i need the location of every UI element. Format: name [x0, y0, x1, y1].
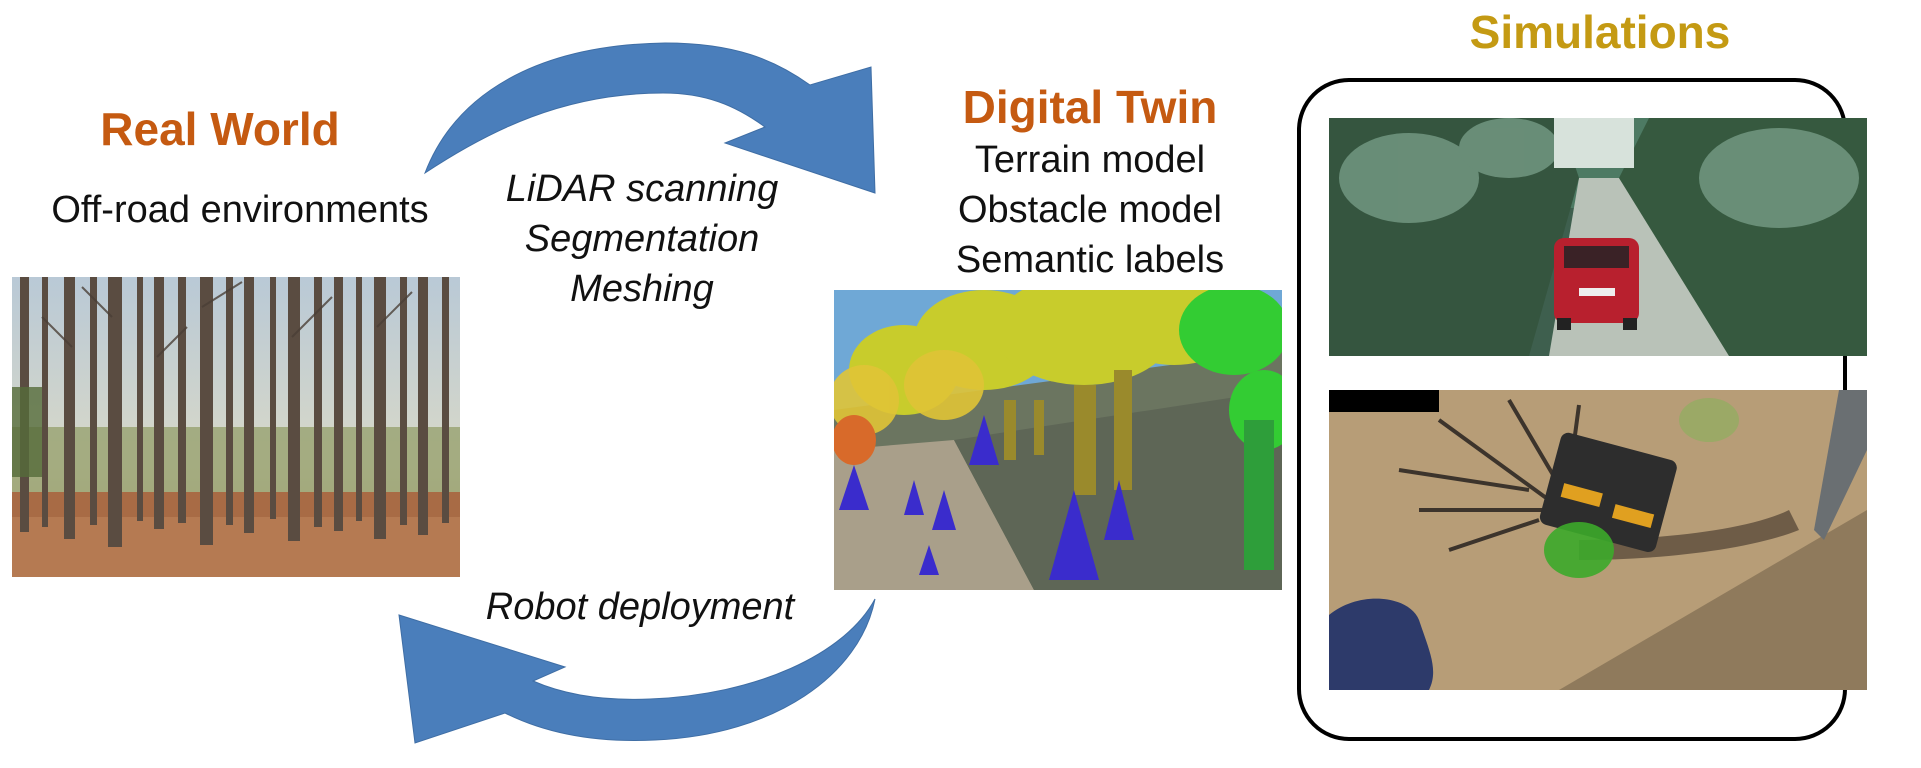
car-on-forest-road-simulation	[1329, 118, 1867, 356]
step-meshing: Meshing	[570, 268, 714, 310]
red-car	[1554, 238, 1639, 330]
step-segmentation: Segmentation	[524, 218, 760, 260]
digital-twin-item-semantic: Semantic labels	[955, 239, 1225, 281]
real-world-title: Real World	[100, 103, 340, 155]
robot-vehicle-top-down-simulation	[1329, 390, 1867, 690]
simulations-title: Simulations	[1469, 6, 1731, 58]
robot-vehicle	[1539, 432, 1677, 553]
real-world-subtitle: Off-road environments	[51, 189, 429, 231]
digital-twin-title: Digital Twin	[962, 81, 1218, 133]
step-lidar-scanning: LiDAR scanning	[505, 168, 779, 210]
curved-arrow-bottom-icon	[398, 598, 876, 744]
robot-deployment-label: Robot deployment	[485, 586, 795, 628]
off-road-forest-photo	[12, 277, 460, 577]
digital-twin-forest-render	[834, 290, 1282, 590]
digital-twin-item-terrain: Terrain model	[974, 139, 1206, 181]
curved-arrow-top-icon	[423, 42, 876, 194]
digital-twin-item-obstacle: Obstacle model	[957, 189, 1222, 231]
